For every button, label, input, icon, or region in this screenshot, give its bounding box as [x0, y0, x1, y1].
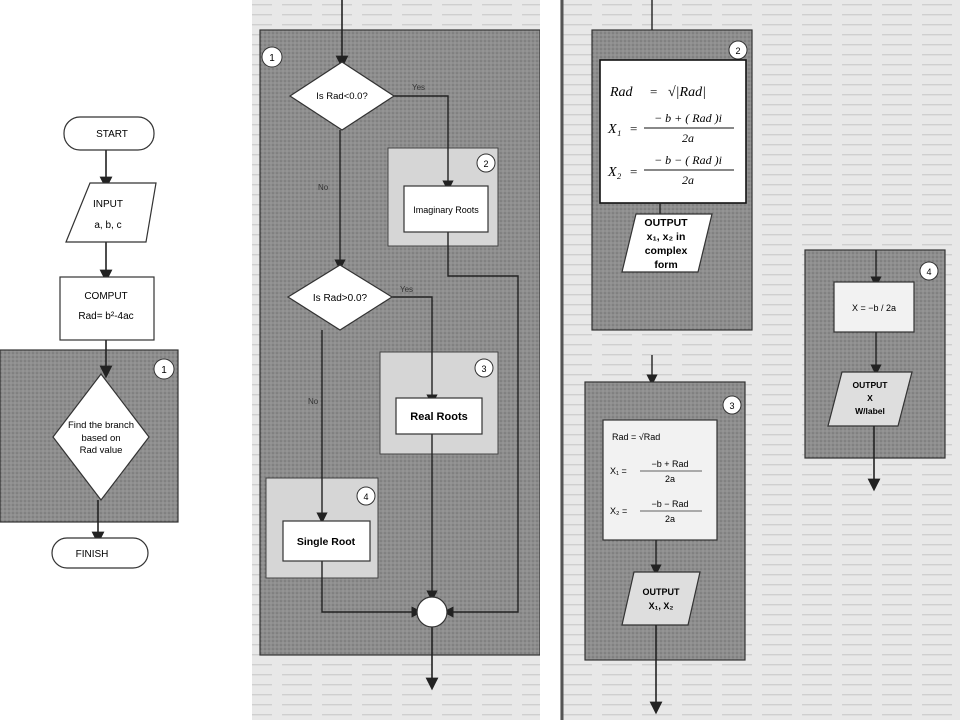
formula-x1-lhs: X₁	[607, 122, 621, 137]
single-box-number: 4	[363, 492, 368, 502]
real-box-number-circle	[474, 358, 494, 378]
single-formula: X = −b / 2a	[852, 303, 896, 313]
complex-output-line-3: complex	[645, 245, 688, 257]
branch-decision	[52, 373, 150, 501]
real-x1-numerator: −b + Rad	[651, 459, 688, 469]
branch-line-2: based on	[81, 433, 120, 444]
right-group-2-number-circle	[728, 40, 748, 60]
real-roots-label: Real Roots	[410, 411, 467, 423]
input-title: INPUT	[93, 199, 123, 210]
complex-output-line-1: OUTPUT	[644, 217, 688, 229]
right-group-3-number-circle	[722, 395, 742, 415]
left-panel: 1 START INPUT a, b, c COMPUT Rad= b²-4ac…	[0, 0, 252, 720]
single-output-line-2: X	[867, 393, 873, 403]
imaginary-roots-label: Imaginary Roots	[413, 205, 479, 215]
start-label: START	[96, 129, 128, 140]
middle-group-number-circle	[261, 46, 283, 68]
formula-x1-denominator: 2a	[682, 131, 694, 145]
formula-x1-numerator: − b + ( Rad )i	[654, 111, 722, 125]
decision-rad-positive-label: Is Rad>0.0?	[313, 293, 368, 304]
decision-rad-positive	[286, 264, 394, 331]
merge-connector	[416, 596, 448, 628]
real-x2-numerator: −b − Rad	[651, 499, 688, 509]
right-group-4	[804, 249, 946, 459]
complex-formula-box	[599, 59, 747, 204]
branch-line-1: Find the branch	[68, 420, 134, 431]
decision2-yes-label: Yes	[400, 285, 413, 294]
formula-x2-numerator: − b − ( Rad )i	[654, 153, 722, 167]
real-x2-denominator: 2a	[665, 514, 675, 524]
middle-group-number: 1	[269, 53, 275, 64]
single-formula-box	[833, 281, 915, 333]
right-group-4-number-circle	[919, 261, 939, 281]
formula-rad-rhs: √|Rad|	[668, 85, 706, 100]
decision1-yes-label: Yes	[412, 83, 425, 92]
compute-title: COMPUT	[84, 291, 127, 302]
compute-formula: Rad= b²-4ac	[78, 311, 133, 322]
real-formula-box	[602, 419, 718, 541]
single-root-process	[282, 520, 371, 562]
decision2-no-label: No	[308, 397, 319, 406]
formula-x2-lhs: X₂	[607, 165, 622, 180]
right-panel: 2 Rad = √|Rad| X₁ = − b + ( Rad )i 2a X₂…	[560, 0, 960, 720]
single-output-line-3: W/label	[855, 406, 885, 416]
complex-output-line-4: form	[654, 259, 677, 271]
formula-x2-eq: =	[630, 164, 637, 179]
real-output-line-2: X₁, X₂	[649, 601, 674, 611]
decision-rad-negative	[288, 61, 396, 131]
real-roots-process	[395, 397, 483, 435]
input-vars: a, b, c	[94, 220, 121, 231]
start-terminator	[63, 116, 155, 151]
formula-rad-eq: =	[650, 84, 657, 99]
complex-output-line-2: x₁, x₂ in	[647, 231, 686, 243]
single-root-label: Single Root	[297, 536, 356, 548]
right-group-4-number: 4	[926, 267, 931, 277]
real-x1-denominator: 2a	[665, 474, 675, 484]
real-x2-lhs: X₂ =	[610, 506, 627, 516]
d1-yes-path	[392, 95, 454, 192]
right-group-3-number: 3	[729, 401, 734, 411]
imaginary-roots-process	[403, 185, 489, 233]
decision1-no-label: No	[318, 183, 329, 192]
single-output-line-1: OUTPUT	[853, 380, 889, 390]
single-merge-path	[321, 560, 423, 618]
imaginary-merge-path	[442, 232, 519, 618]
panel-gap	[540, 0, 560, 720]
compute-process	[59, 276, 155, 341]
decision-rad-negative-label: Is Rad<0.0?	[316, 91, 368, 102]
input-parallelogram	[65, 182, 157, 243]
middle-panel: 1 2 3 4 Is Rad<0.0? Yes No Is Rad>0.0? Y…	[252, 0, 541, 720]
real-output-parallelogram	[621, 571, 701, 626]
real-output-line-1: OUTPUT	[643, 587, 681, 597]
formula-x2-denominator: 2a	[682, 173, 694, 187]
real-box-number: 3	[481, 364, 486, 374]
left-group-number-circle	[153, 358, 175, 380]
finish-label: FINISH	[76, 549, 109, 560]
complex-output-parallelogram	[621, 213, 713, 273]
real-x1-lhs: X₁ =	[610, 466, 627, 476]
imaginary-box-number: 2	[483, 159, 488, 169]
formula-x1-eq: =	[630, 121, 637, 136]
left-group-number: 1	[161, 365, 167, 376]
branch-line-3: Rad value	[80, 445, 123, 456]
imaginary-box-number-circle	[476, 153, 496, 173]
d2-yes-path	[392, 296, 438, 406]
single-box-number-circle	[356, 486, 376, 506]
finish-terminator	[51, 537, 149, 569]
real-rad-formula: Rad = √Rad	[612, 432, 660, 442]
formula-rad-lhs: Rad	[609, 85, 634, 100]
right-group-2-number: 2	[735, 46, 740, 56]
